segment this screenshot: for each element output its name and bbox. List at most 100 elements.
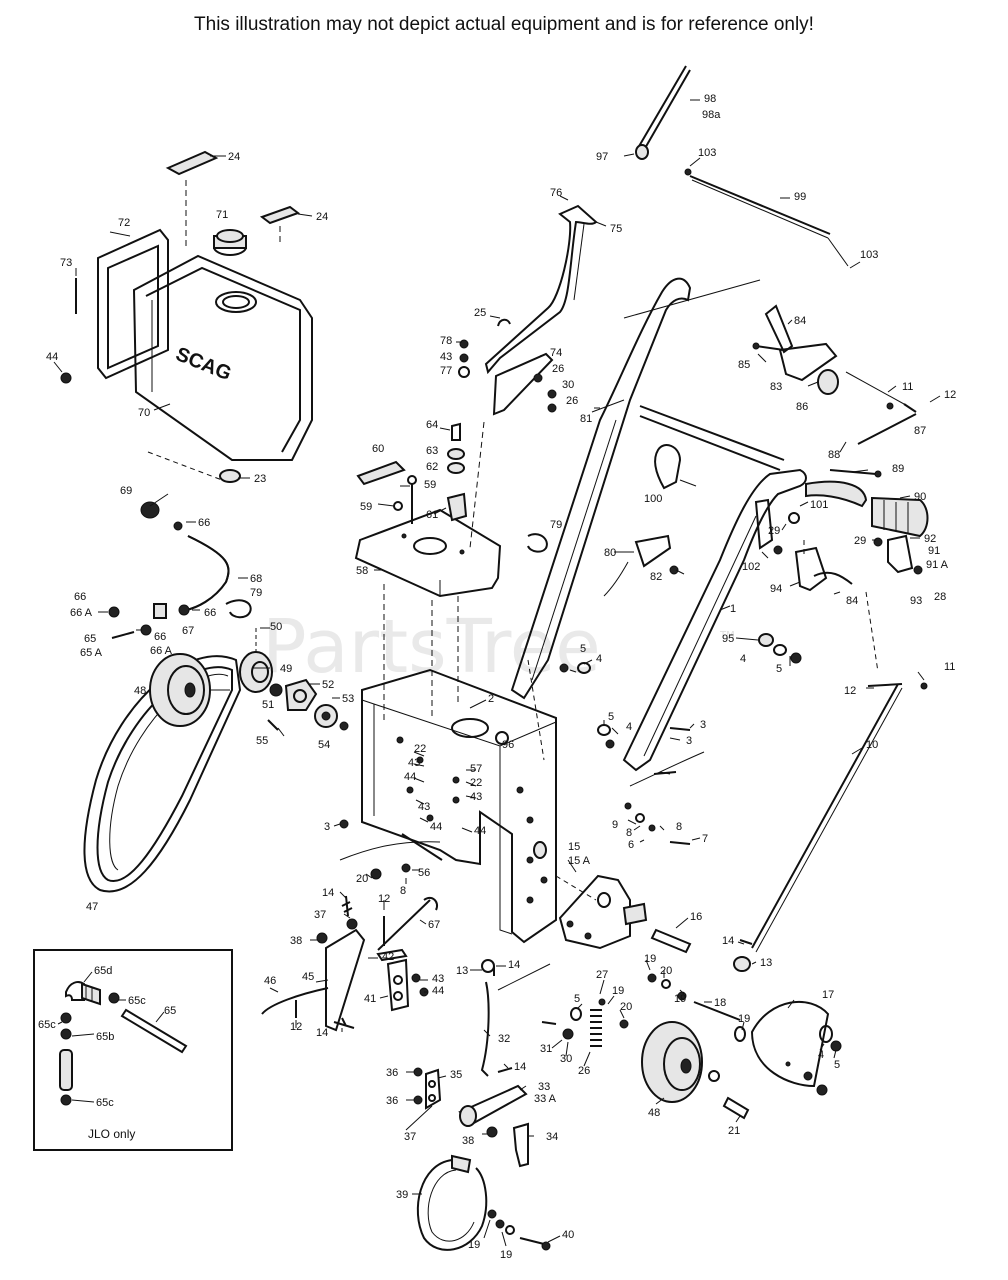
callout-49: 49 (280, 663, 292, 675)
callout-83: 83 (770, 381, 782, 393)
callout-64: 64 (426, 419, 438, 431)
callout-43: 43 (440, 351, 452, 363)
callout-29: 29 (854, 535, 866, 547)
callout-42: 42 (382, 951, 394, 963)
callout-8: 8 (676, 821, 682, 833)
callout-75: 75 (610, 223, 622, 235)
callout-5: 5 (574, 993, 580, 1005)
callout-91a: 91 A (926, 559, 949, 571)
callout-30: 30 (562, 379, 574, 391)
callout-28: 28 (934, 591, 946, 603)
callout-102: 102 (742, 561, 760, 573)
callout-60: 60 (372, 443, 384, 455)
callout-89: 89 (892, 463, 904, 475)
callout-85: 85 (738, 359, 750, 371)
callout-65a: 65 A (80, 647, 103, 659)
callout-45: 45 (302, 971, 314, 983)
callout-46: 46 (264, 975, 276, 987)
callout-103: 103 (860, 249, 878, 261)
callout-36: 36 (386, 1067, 398, 1079)
callout-19: 19 (644, 953, 656, 965)
mount-plate-group (354, 422, 502, 720)
callout-48: 48 (134, 685, 146, 697)
control-rod (637, 65, 687, 149)
handlebar-group (510, 277, 929, 775)
callout-77: 77 (440, 365, 452, 377)
callout-25: 25 (474, 307, 486, 319)
callout-12: 12 (844, 685, 856, 697)
callout-93: 93 (910, 595, 922, 607)
auger-belt-clamp (416, 1159, 488, 1251)
callout-14: 14 (514, 1061, 526, 1073)
callout-48: 48 (648, 1107, 660, 1119)
callout-3: 3 (324, 821, 330, 833)
callout-15a: 15 A (568, 855, 591, 867)
callout-79: 79 (250, 587, 262, 599)
callout-41: 41 (364, 993, 376, 1005)
callout-4: 4 (740, 653, 746, 665)
callout-19: 19 (738, 1013, 750, 1025)
callout-65b: 65b (96, 1031, 114, 1043)
callout-26: 26 (578, 1065, 590, 1077)
decal-top (165, 150, 219, 176)
callout-44: 44 (404, 771, 416, 783)
callout-2: 2 (488, 693, 494, 705)
callout-24: 24 (228, 151, 240, 163)
callout-20: 20 (620, 1001, 632, 1013)
fuel-cap (213, 229, 247, 256)
callout-27: 27 (596, 969, 608, 981)
callout-61: 61 (426, 509, 438, 521)
callout-17: 17 (822, 989, 834, 1001)
callout-43: 43 (470, 791, 482, 803)
callout-22: 22 (414, 743, 426, 755)
callout-6: 6 (628, 839, 634, 851)
callout-100: 100 (644, 493, 662, 505)
callout-31: 31 (540, 1043, 552, 1055)
callout-68: 68 (250, 573, 262, 585)
callout-66a: 66 A (70, 607, 93, 619)
fuel-tank-group: SCAG (60, 150, 313, 483)
callout-labels: 98 98a 97 103 99 103 24 24 71 72 73 44 7… (38, 93, 956, 1261)
callout-66: 66 (154, 631, 166, 643)
pivot-parts-group (261, 895, 629, 1077)
callout-65c: 65c (96, 1097, 114, 1109)
decal-side (259, 205, 301, 225)
jlo-inset: JLO only (33, 949, 233, 1151)
callout-39: 39 (396, 1189, 408, 1201)
callout-103: 103 (698, 147, 716, 159)
leader-lines (53, 99, 941, 1247)
inset-caption: JLO only (88, 1127, 135, 1141)
callout-10: 10 (866, 739, 878, 751)
callout-37: 37 (314, 909, 326, 921)
callout-8: 8 (400, 885, 406, 897)
callout-13: 13 (456, 965, 468, 977)
callout-62: 62 (426, 461, 438, 473)
callout-88: 88 (828, 449, 840, 461)
tank-strap (97, 228, 169, 380)
callout-5: 5 (608, 711, 614, 723)
callout-84: 84 (794, 315, 806, 327)
callout-101: 101 (810, 499, 828, 511)
callout-15: 15 (568, 841, 580, 853)
callout-70: 70 (138, 407, 150, 419)
callout-95: 95 (722, 633, 734, 645)
callout-71: 71 (216, 209, 228, 221)
callout-1: 1 (730, 603, 736, 615)
drive-belt-group (83, 628, 349, 893)
wheel-48 (641, 1021, 703, 1103)
callout-47: 47 (86, 901, 98, 913)
callout-59: 59 (424, 479, 436, 491)
callout-65d: 65d (94, 965, 112, 977)
right-handle (622, 468, 807, 772)
callout-98: 98 (704, 93, 716, 105)
drive-pulley (149, 653, 211, 727)
callout-97: 97 (596, 151, 608, 163)
callout-67: 67 (428, 919, 440, 931)
callout-58: 58 (356, 565, 368, 577)
callout-35: 35 (450, 1069, 462, 1081)
callout-43: 43 (408, 757, 420, 769)
main-frame-group (339, 668, 705, 944)
callout-74: 74 (550, 347, 562, 359)
callout-53: 53 (342, 693, 354, 705)
